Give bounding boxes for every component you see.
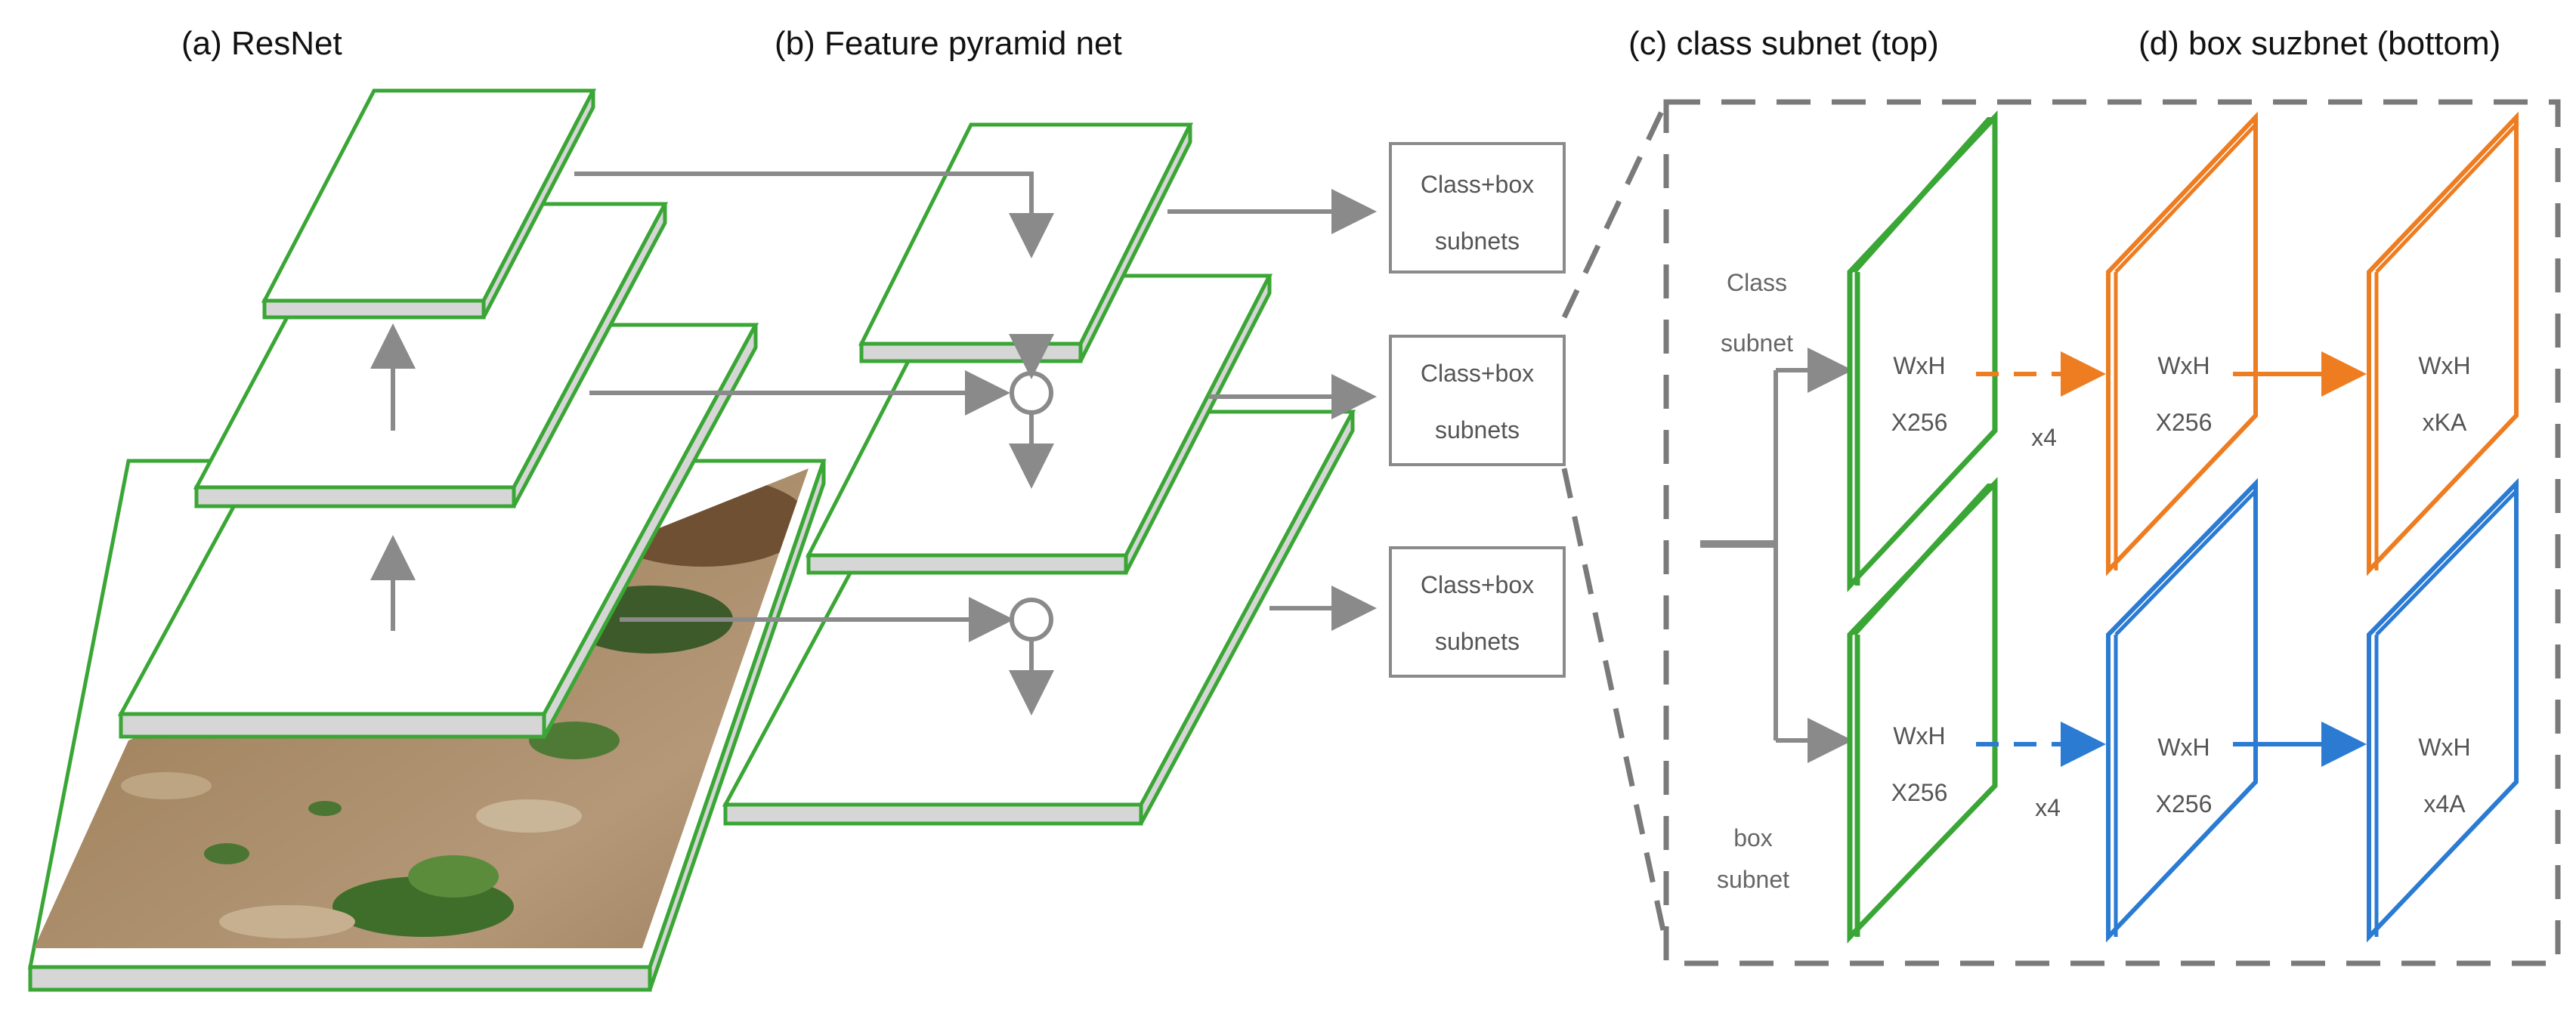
class-feature-map-1 [1847,110,1998,592]
merge-node-1 [1010,371,1053,415]
subnet-box-3: Class+box subnets [1389,546,1566,678]
zoom-line-bottom [1561,468,1669,945]
box-repeat-label: x4 [2035,794,2061,821]
subnet-box-3-line1: Class+box [1421,571,1534,598]
subnet-box-2-line2: subnets [1435,416,1520,444]
resnet-layer-c5 [261,88,597,320]
class-map-2-channels: X256 [2156,409,2213,436]
subnet-box-1: Class+box subnets [1389,142,1566,274]
lateral-connection-top [574,172,1054,258]
box-map-1-dim: WxH [1893,722,1945,749]
class-output-channels: xKA [2423,409,2467,436]
subnet-box-1-line1: Class+box [1421,171,1534,198]
zoom-line-top [1561,100,1669,319]
title-fpn: (b) Feature pyramid net [775,25,1122,62]
merge-node-2 [1010,598,1053,641]
box-subnet-label-line1: box [1733,824,1773,851]
box-subnet-label-line2: subnet [1717,866,1789,893]
box-map-2-channels: X256 [2156,790,2213,817]
class-map-2-dim: WxH [2157,352,2210,379]
resnet-stack [27,88,827,992]
box-output-map [2367,478,2519,943]
input-branch [1700,348,1853,763]
class-repeat-label: x4 [2031,424,2057,451]
class-subnet-label-line1: Class [1727,269,1787,296]
box-map-1-channels: X256 [1891,779,1948,806]
box-output-dim: WxH [2418,734,2470,761]
title-box-subnet: (d) box suzbnet (bottom) [2138,25,2500,62]
subnet-detail-frame [1663,99,2561,966]
class-map-1-channels: X256 [1891,409,1948,436]
class-map-1-dim: WxH [1893,352,1945,379]
box-map-2-dim: WxH [2157,734,2210,761]
title-class-subnet: (c) class subnet (top) [1628,25,1939,62]
subnet-box-3-line2: subnets [1435,628,1520,655]
box-output-channels: x4A [2423,790,2466,817]
class-feature-map-2 [2106,111,2258,576]
class-output-map [2367,111,2519,576]
class-output-dim: WxH [2418,352,2470,379]
subnet-box-2-line1: Class+box [1421,360,1534,387]
title-resnet: (a) ResNet [181,25,342,62]
box-feature-map-1 [1847,477,1998,944]
fpn-stack [574,122,1377,826]
class-subnet-label-line2: subnet [1721,329,1793,357]
subnet-box-2: Class+box subnets [1389,335,1566,466]
box-feature-map-2 [2106,478,2258,943]
subnet-box-1-line2: subnets [1435,227,1520,255]
